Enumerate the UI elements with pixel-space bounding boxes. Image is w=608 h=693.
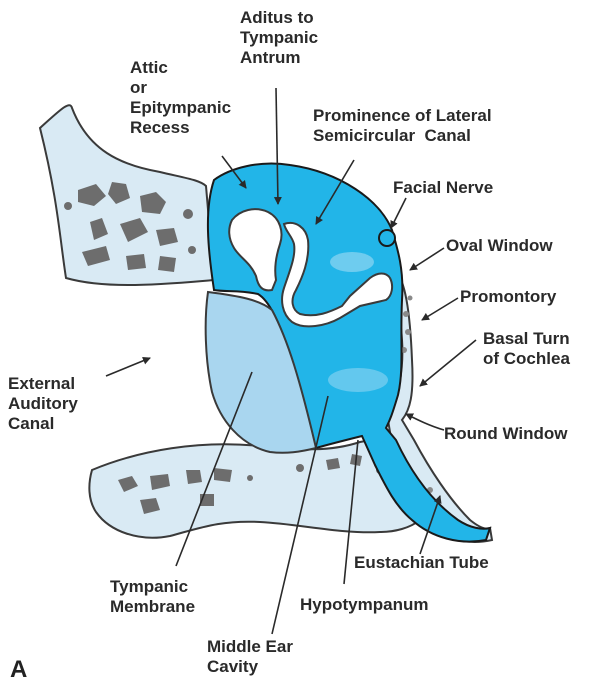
label-round-window: Round Window (444, 424, 568, 444)
cavity-highlight (328, 368, 388, 392)
label-middle-ear: Middle Ear Cavity (207, 637, 293, 677)
facial-nerve-canal (379, 230, 395, 246)
label-promontory: Promontory (460, 287, 556, 307)
label-eustachian: Eustachian Tube (354, 553, 489, 573)
label-facial-nerve: Facial Nerve (393, 178, 493, 198)
label-basal-turn: Basal Turn of Cochlea (483, 329, 570, 369)
leader-facial-nerve (391, 198, 406, 228)
label-tympanic-membrane: Tympanic Membrane (110, 577, 195, 617)
label-hypotympanum: Hypotympanum (300, 595, 428, 615)
label-attic: Attic or Epitympanic Recess (130, 58, 231, 138)
leader-round-window (406, 414, 444, 430)
cavity-highlight (330, 252, 374, 272)
leader-external-canal (106, 358, 150, 376)
leader-promontory (422, 298, 458, 320)
label-prominence: Prominence of Lateral Semicircular Canal (313, 106, 492, 146)
leader-basal-turn (420, 340, 476, 386)
label-external-canal: External Auditory Canal (8, 374, 78, 434)
leader-oval-window (410, 248, 444, 270)
label-oval-window: Oval Window (446, 236, 553, 256)
panel-letter: A (10, 656, 27, 684)
label-aditus: Aditus to Tympanic Antrum (240, 8, 318, 68)
